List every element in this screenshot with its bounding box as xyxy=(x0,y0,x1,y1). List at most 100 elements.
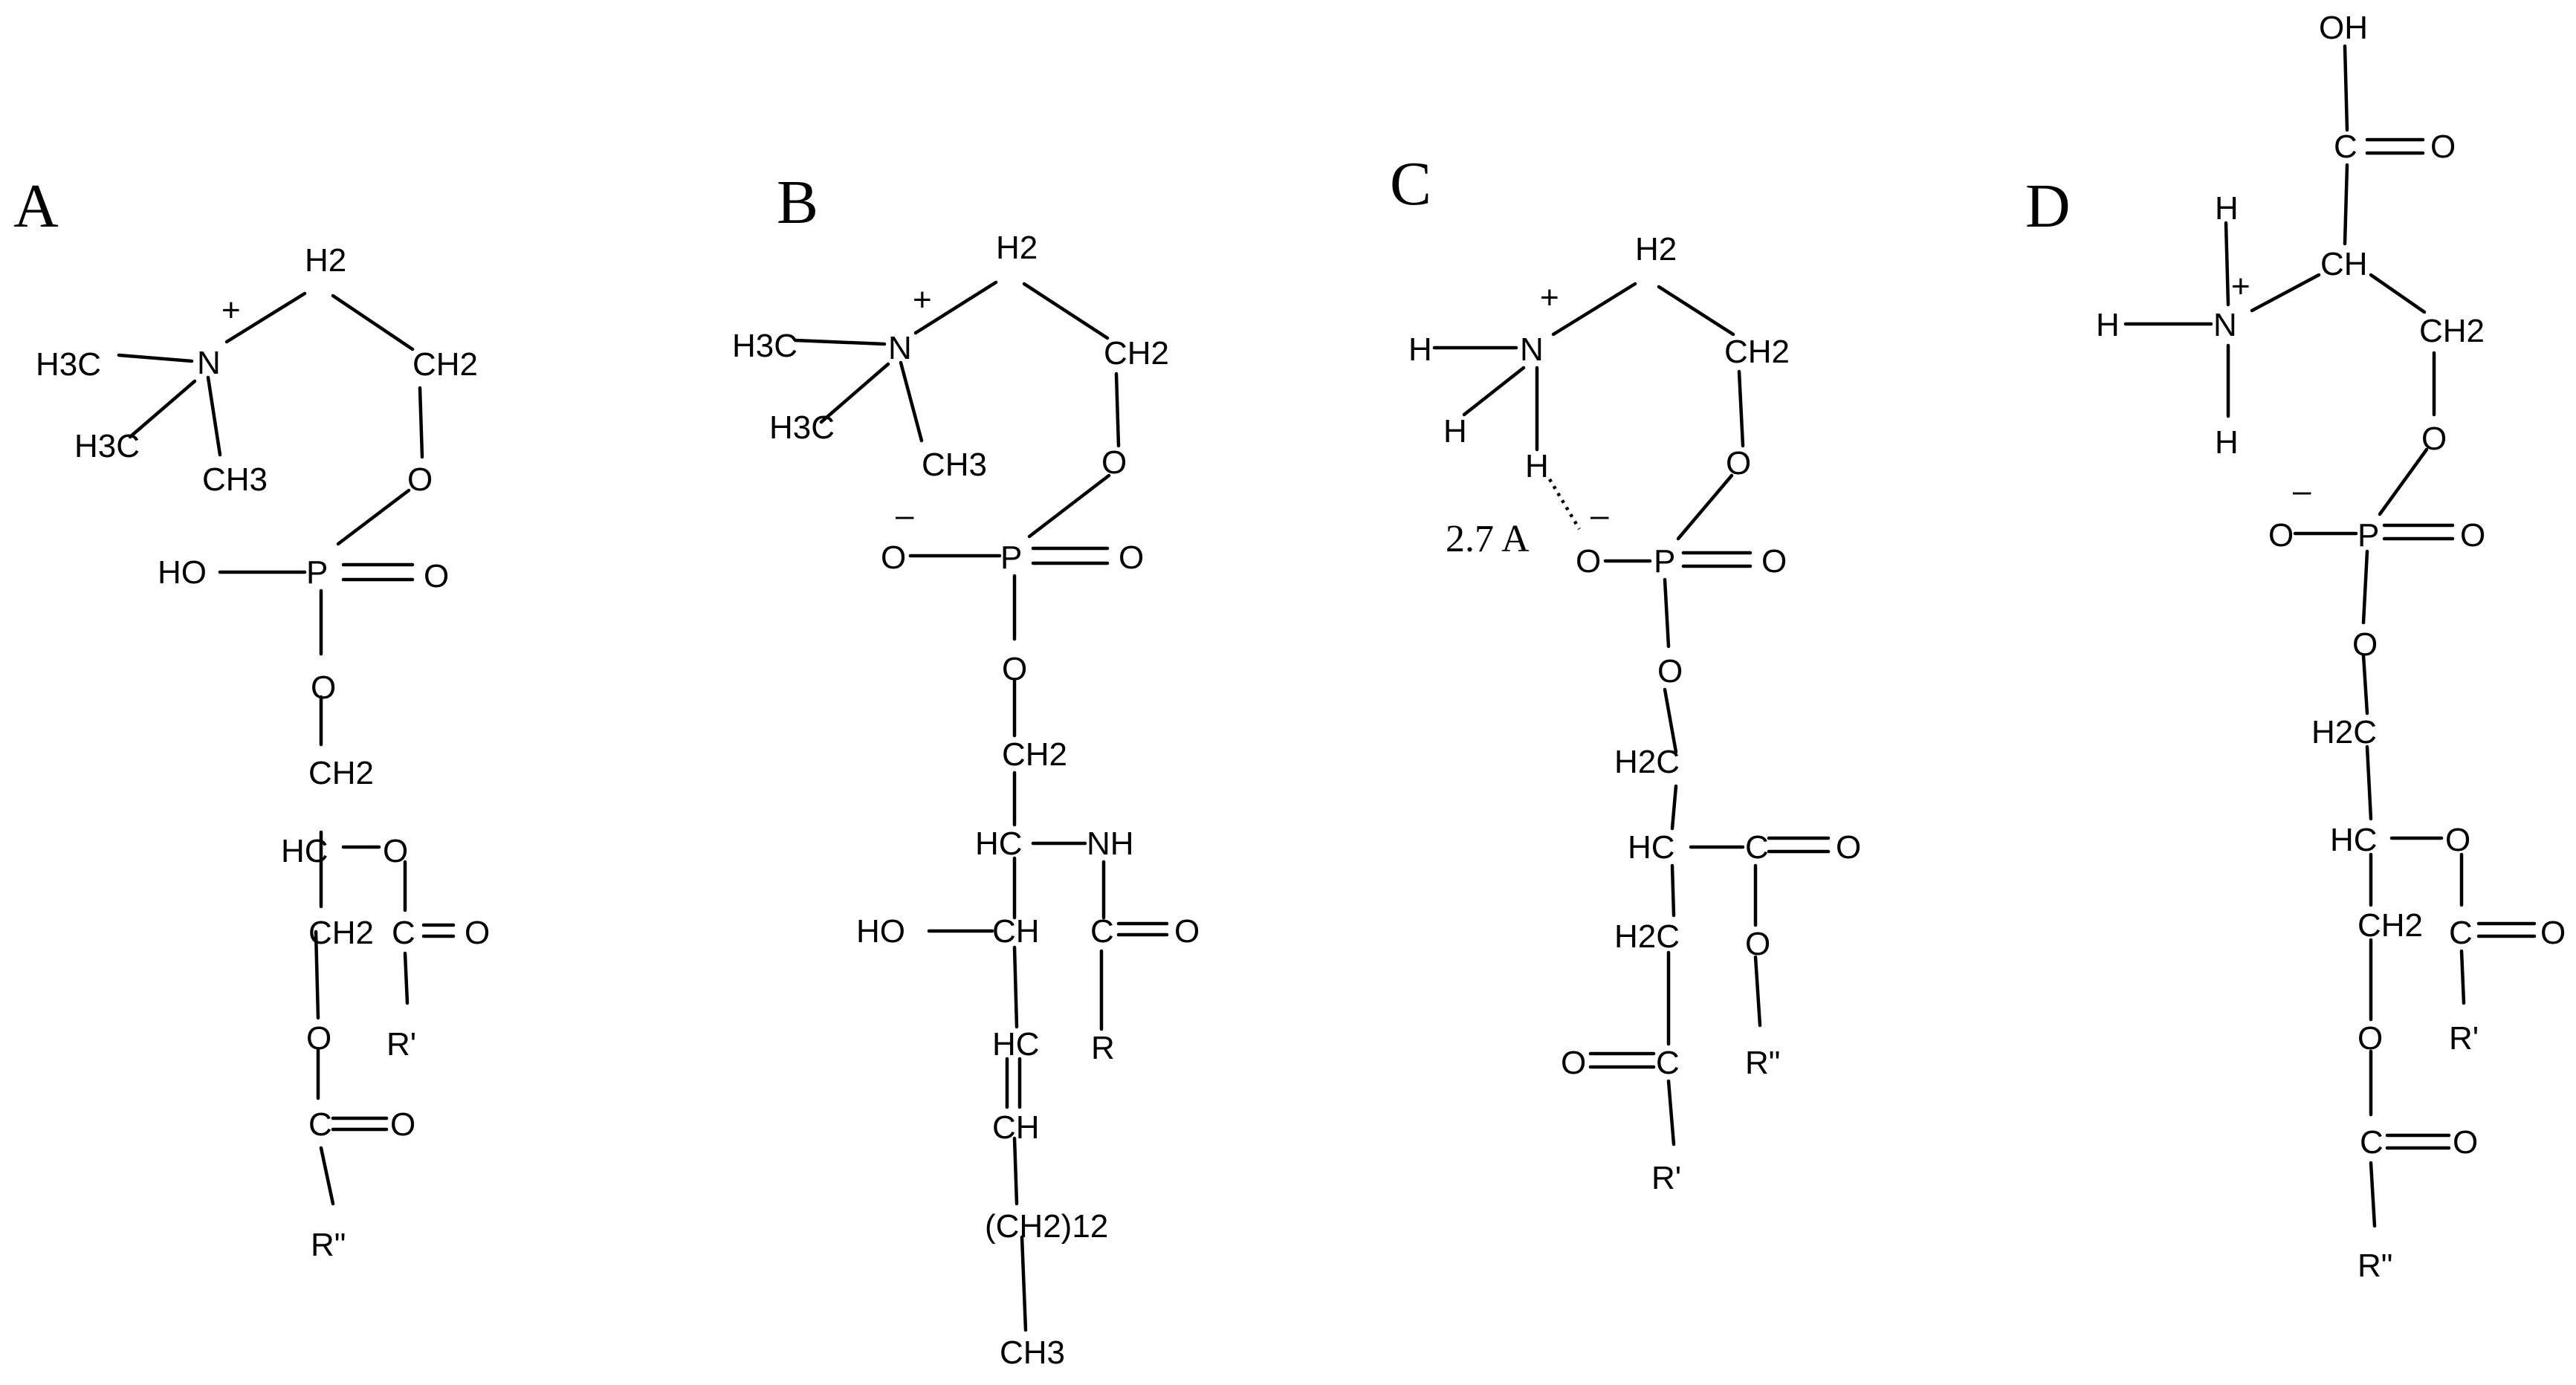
atom-label: H xyxy=(1525,448,1549,484)
bond xyxy=(1666,1079,1676,1146)
atom-label: – xyxy=(2293,473,2311,509)
atom-label: + xyxy=(2231,268,2250,305)
bond xyxy=(331,293,415,351)
atom-label: CH2 xyxy=(308,755,374,791)
atom-label: P xyxy=(306,554,328,591)
atom-label: N xyxy=(888,330,912,366)
bond xyxy=(418,386,424,459)
bond xyxy=(1020,1235,1028,1332)
atom-label: O xyxy=(407,461,433,498)
atom-label: H xyxy=(2096,307,2120,343)
atom-label: H xyxy=(1443,413,1467,450)
bond xyxy=(2369,1161,2377,1228)
atom-label: R' xyxy=(386,1026,416,1063)
bond xyxy=(1670,784,1678,831)
bond xyxy=(899,360,924,443)
atom-label: – xyxy=(896,497,914,533)
atom-label: R xyxy=(1091,1030,1115,1066)
atom-label: H2C xyxy=(1614,918,1680,955)
atom-label: O xyxy=(311,669,336,706)
atom-label: O xyxy=(383,833,408,869)
atom-label: – xyxy=(1590,497,1609,533)
atom-label: H xyxy=(2215,190,2239,227)
atom-label: H2 xyxy=(305,242,346,279)
bond xyxy=(2343,163,2349,246)
atom-label: O xyxy=(465,915,490,951)
atom-label: CH2 xyxy=(412,346,478,383)
atom-label: C xyxy=(392,915,415,951)
distance-label: 2.7 A xyxy=(1446,518,1530,560)
bond xyxy=(117,353,194,363)
bond xyxy=(1462,366,1526,417)
atom-label: + xyxy=(913,282,932,318)
bond xyxy=(206,375,222,457)
atom-label: O xyxy=(2540,915,2566,951)
bond xyxy=(1114,372,1121,448)
panel-a-label: A xyxy=(13,172,59,241)
atom-label: H3C xyxy=(732,328,797,364)
atom-label: O xyxy=(390,1106,415,1143)
atom-label: R' xyxy=(2449,1020,2479,1057)
panel-c: C H N + H H H2 CH2 O – 2.7 A O P xyxy=(1390,149,1861,1196)
atom-label: O xyxy=(881,539,906,576)
bond xyxy=(2224,221,2230,307)
atom-label: HC xyxy=(975,826,1023,862)
atom-label: H xyxy=(2215,424,2239,461)
atom-label: C xyxy=(2449,915,2473,951)
atom-label: O xyxy=(2421,421,2447,457)
atom-label: O xyxy=(1726,445,1751,481)
bond xyxy=(1753,955,1762,1028)
bond xyxy=(2361,549,2369,625)
atom-label: O xyxy=(1761,543,1787,580)
atom-label: (CH2)12 xyxy=(985,1208,1108,1245)
bond xyxy=(1012,945,1019,1029)
panel-b-label: B xyxy=(777,168,818,237)
atom-label: O xyxy=(1002,651,1027,687)
bond xyxy=(2459,949,2466,1005)
atom-label: OH xyxy=(2319,10,2368,46)
panel-a: A H3C N + H3C CH3 H2 CH2 O HO xyxy=(13,172,490,1263)
atom-label: HO xyxy=(856,913,905,950)
bond xyxy=(2361,653,2369,716)
atom-label: P xyxy=(2357,517,2379,554)
panel-d-label: D xyxy=(2025,172,2071,241)
atom-label: HC xyxy=(281,833,329,869)
atom-label: CH xyxy=(992,913,1040,950)
bond xyxy=(1657,285,1735,337)
atom-label: O xyxy=(1101,444,1127,481)
atom-label: O xyxy=(424,558,449,594)
atom-label: CH3 xyxy=(1000,1334,1065,1371)
bond xyxy=(2369,273,2427,314)
atom-label: H2 xyxy=(1635,231,1677,267)
atom-label: CH2 xyxy=(2357,907,2423,944)
atom-label: C xyxy=(2360,1124,2384,1161)
atom-label: P xyxy=(1000,539,1022,576)
atom-label: + xyxy=(221,292,241,328)
bond xyxy=(2365,745,2373,821)
atom-label: O xyxy=(1174,913,1200,950)
bond xyxy=(314,930,320,1020)
atom-label: H2C xyxy=(2311,714,2377,750)
panel-c-label: C xyxy=(1390,149,1431,218)
bond xyxy=(403,951,410,1005)
bond xyxy=(336,488,411,546)
panel-d: D OH C O H H N + CH H xyxy=(2025,10,2566,1284)
atom-label: H2 xyxy=(996,230,1038,266)
atom-label: HO xyxy=(158,554,207,591)
atom-label: HC xyxy=(2330,822,2378,858)
atom-label: O xyxy=(1576,543,1601,580)
atom-label: N xyxy=(1520,331,1544,368)
atom-label: O xyxy=(2460,517,2485,554)
atom-label: O xyxy=(306,1020,331,1057)
atom-label: CH xyxy=(992,1109,1040,1146)
bond xyxy=(224,291,307,344)
atom-label: R" xyxy=(2357,1248,2392,1284)
atom-label: R' xyxy=(1651,1160,1681,1196)
atom-label: O xyxy=(1561,1045,1586,1081)
atom-label: CH2 xyxy=(1724,334,1790,370)
bond xyxy=(128,379,197,439)
atom-label: CH2 xyxy=(1002,736,1067,773)
atom-label: C xyxy=(2334,129,2357,165)
